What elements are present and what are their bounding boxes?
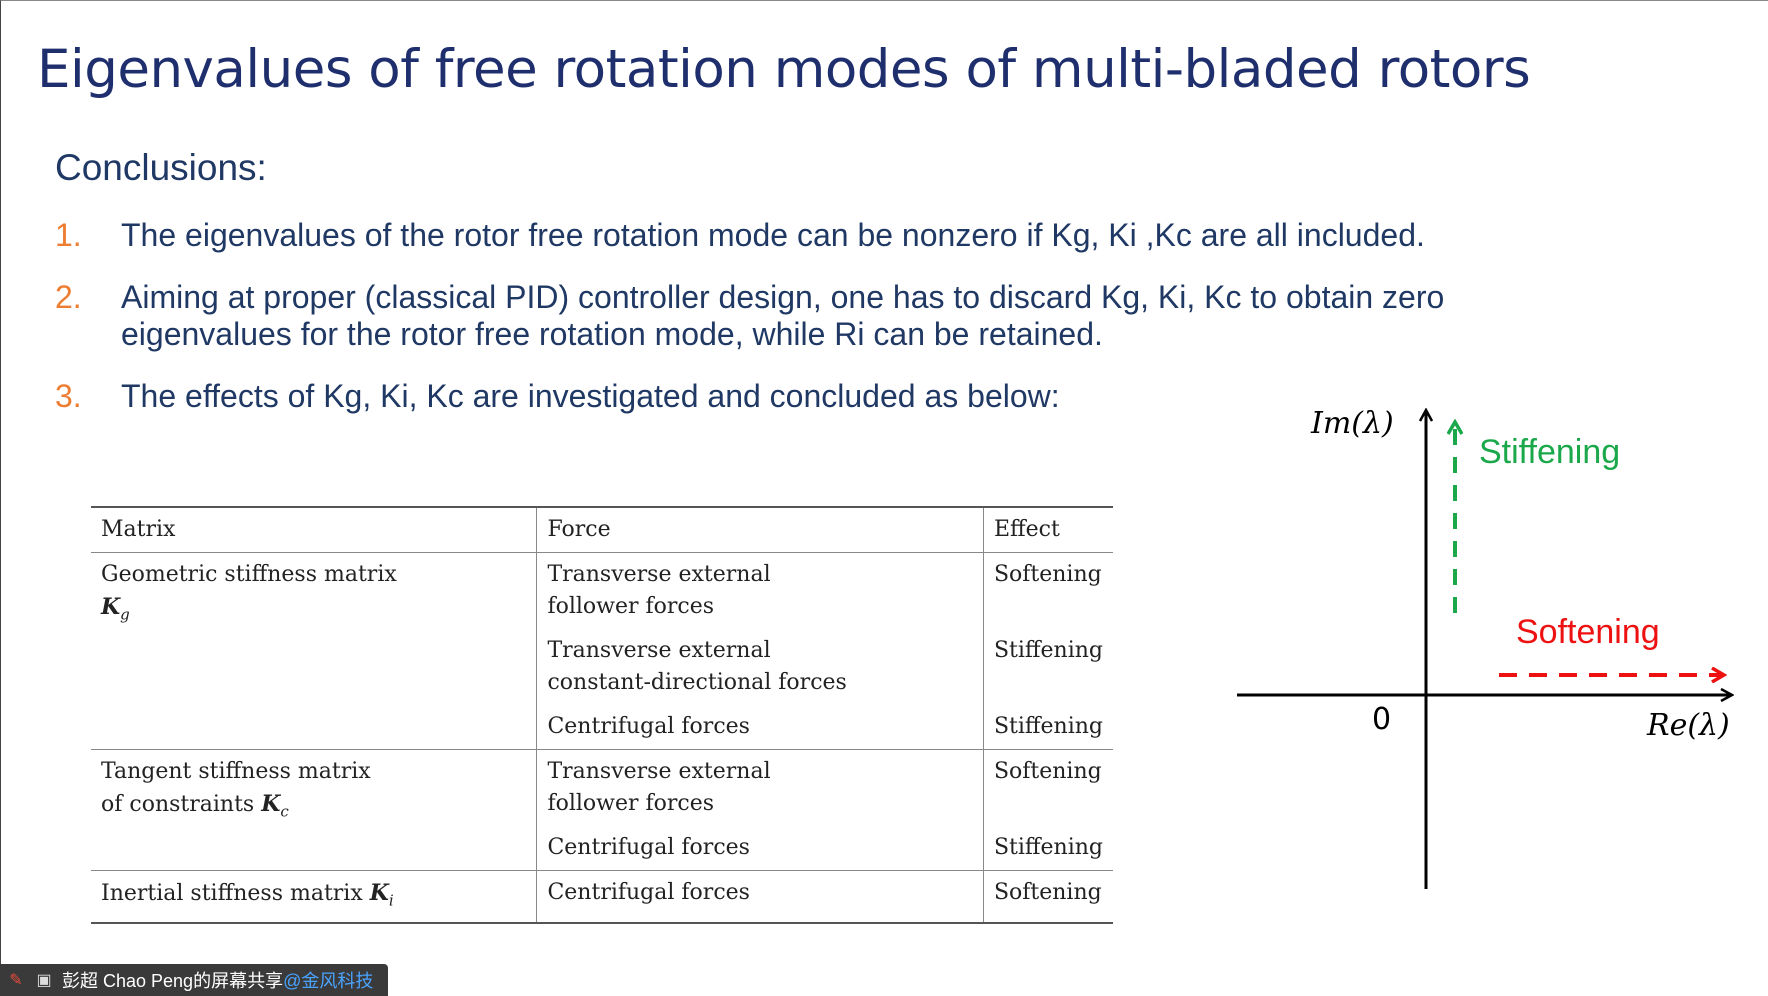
y-axis-label: Im(λ): [1310, 406, 1394, 441]
effect-cell: Stiffening: [993, 714, 1103, 739]
item-number: 3.: [55, 378, 82, 414]
organization-tag[interactable]: @金风科技: [283, 971, 374, 991]
effect-cell: Stiffening: [993, 638, 1103, 663]
force-cell: Centrifugal forces: [536, 870, 984, 925]
item-number: 2.: [55, 279, 82, 315]
matrix-subscript: c: [280, 802, 289, 821]
screen-share-text: 彭超 Chao Peng的屏幕共享: [62, 971, 284, 991]
origin-label: 0: [1372, 702, 1391, 737]
matrix-cell: Tangent stiffness matrix of constraints …: [91, 749, 538, 871]
force-cell: Transverse external constant-directional…: [536, 629, 984, 705]
force-cell: Transverse external follower forces: [536, 552, 984, 629]
conclusions-heading: Conclusions:: [55, 147, 267, 188]
item-text: eigenvalues for the rotor free rotation …: [121, 316, 1103, 352]
matrix-symbol: K: [101, 594, 121, 620]
force-text: constant-directional forces: [547, 670, 847, 695]
item-text: The effects of Kg, Ki, Kc are investigat…: [121, 378, 1060, 414]
softening-label: Softening: [1516, 613, 1660, 651]
matrix-cell: Geometric stiffness matrix Kg: [91, 552, 538, 750]
eigenvalue-plane-diagram: Im(λ) Re(λ) 0 Stiffening Softening: [1237, 406, 1741, 889]
matrix-name: Tangent stiffness matrix: [101, 759, 371, 784]
matrix-subscript: i: [388, 891, 394, 910]
effect-cell: Softening: [983, 870, 1113, 925]
force-cell: Centrifugal forces: [536, 705, 984, 750]
effect-cell: Softening: [983, 749, 1113, 826]
stiffening-label: Stiffening: [1479, 433, 1620, 471]
table-header-row: Matrix Force Effect: [91, 506, 1113, 553]
matrix-symbol: K: [369, 880, 389, 906]
x-axis-label: Re(λ): [1646, 708, 1730, 743]
matrix-name: of constraints: [101, 792, 255, 817]
force-cell: Transverse external follower forces: [536, 749, 984, 826]
table-row: Geometric stiffness matrix Kg Transverse…: [91, 552, 1113, 750]
effect-cell: Softening: [993, 562, 1102, 587]
mic-muted-icon[interactable]: ✎: [9, 972, 23, 989]
table-row: Transverse external constant-directional…: [91, 629, 1113, 705]
effects-table: Matrix Force Effect Geometric stiffness …: [91, 506, 1113, 925]
item-number: 1.: [55, 217, 82, 253]
matrix-cell: Inertial stiffness matrix Ki: [91, 870, 538, 925]
column-header-effect: Effect: [983, 506, 1113, 553]
item-text: Aiming at proper (classical PID) control…: [121, 279, 1445, 315]
screen-share-icon[interactable]: ▣: [36, 972, 52, 989]
table-row: Tangent stiffness matrix of constraints …: [91, 749, 1113, 871]
item-text: The eigenvalues of the rotor free rotati…: [121, 217, 1425, 253]
table-row: Inertial stiffness matrix Ki Centrifugal…: [91, 870, 1113, 925]
matrix-name: Geometric stiffness matrix: [101, 562, 397, 587]
column-header-force: Force: [536, 506, 984, 553]
force-text: follower forces: [547, 791, 715, 816]
effect-cell: Stiffening: [993, 835, 1103, 860]
force-text: follower forces: [547, 594, 715, 619]
matrix-name: Inertial stiffness matrix: [101, 881, 363, 906]
force-text: Transverse external: [547, 759, 771, 784]
table-row: Centrifugal forces Stiffening: [91, 705, 1113, 750]
table-row: Centrifugal forces Stiffening: [91, 826, 1113, 871]
screen-share-bar[interactable]: ✎ ▣ 彭超 Chao Peng的屏幕共享 @金风科技: [0, 964, 388, 996]
force-cell: Centrifugal forces: [536, 826, 984, 871]
force-text: Transverse external: [547, 638, 771, 663]
matrix-subscript: g: [120, 605, 130, 624]
slide-title: Eigenvalues of free rotation modes of mu…: [37, 39, 1531, 100]
force-text: Transverse external: [547, 562, 771, 587]
matrix-symbol: K: [261, 791, 281, 817]
column-header-matrix: Matrix: [91, 506, 538, 553]
